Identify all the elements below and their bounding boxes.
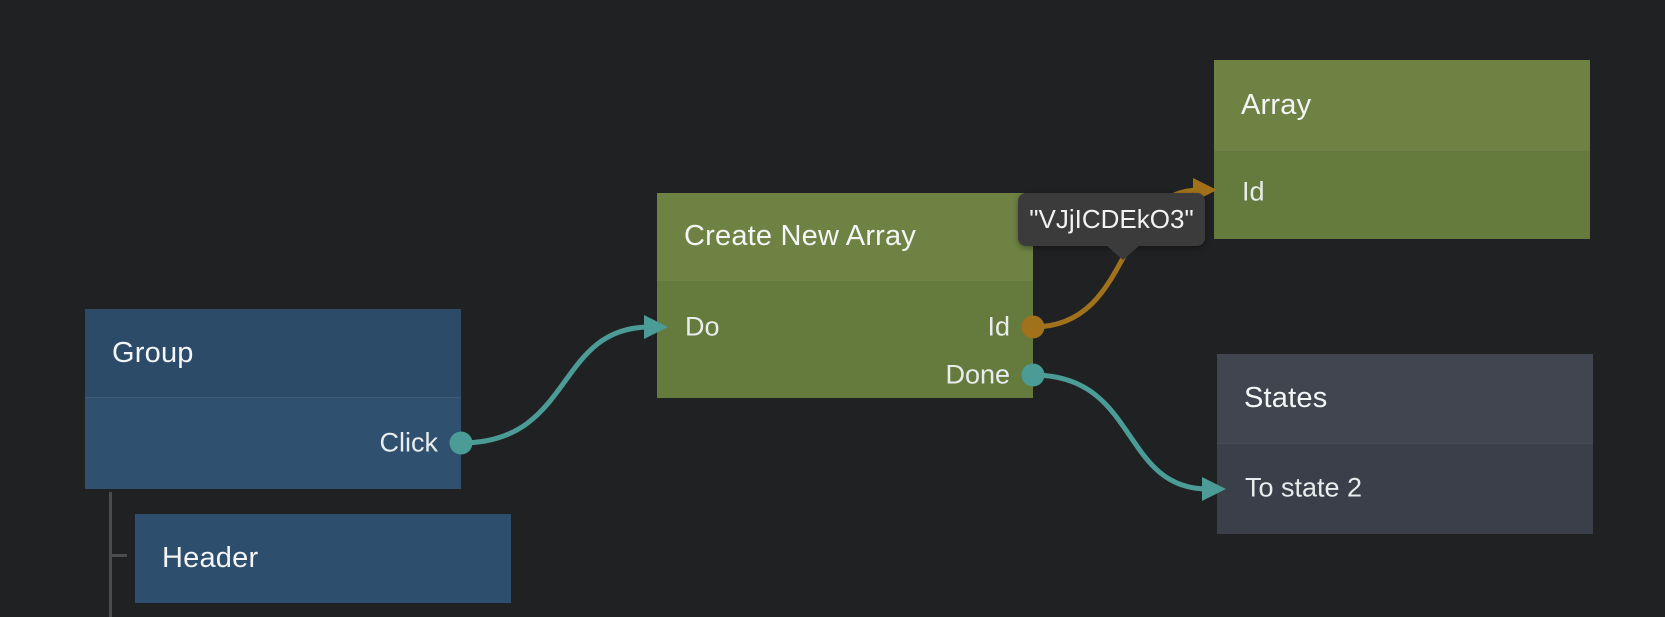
node-states[interactable]: States To state 2 bbox=[1217, 354, 1593, 534]
node-header[interactable]: Create New Array bbox=[657, 193, 1033, 280]
node-title: Group bbox=[112, 336, 194, 369]
node-header[interactable]: Header bbox=[135, 514, 511, 603]
node-ports-area[interactable]: To state 2 bbox=[1217, 443, 1593, 534]
node-title: Create New Array bbox=[684, 220, 917, 252]
node-title: States bbox=[1244, 382, 1328, 414]
node-ports-area[interactable]: Click bbox=[85, 397, 461, 489]
port-id[interactable]: Id bbox=[1242, 176, 1265, 207]
connection-group-click-to-create-new-array-do[interactable] bbox=[449, 315, 669, 455]
node-header[interactable]: Header bbox=[135, 514, 511, 603]
port-to-state-2[interactable]: To state 2 bbox=[1245, 472, 1363, 503]
node-header[interactable]: Group bbox=[85, 309, 461, 397]
node-title: Array bbox=[1241, 88, 1312, 121]
node-ports-area[interactable]: Id bbox=[1214, 150, 1590, 239]
node-header[interactable]: Array bbox=[1214, 60, 1590, 150]
connection-curve[interactable] bbox=[1032, 372, 1209, 492]
hierarchy-tick-line bbox=[109, 554, 127, 557]
port-do[interactable]: Do bbox=[685, 311, 720, 342]
connection-curve[interactable] bbox=[460, 324, 651, 446]
connection-value-text: "VJjICDEkO3" bbox=[1029, 204, 1194, 234]
port-done[interactable]: Done bbox=[945, 359, 1010, 390]
connection-create-new-array-done-to-states-to-state-2[interactable] bbox=[1021, 363, 1227, 502]
connection-value-tooltip: "VJjICDEkO3" bbox=[1018, 193, 1205, 260]
node-title: Header bbox=[162, 542, 259, 574]
tooltip-pointer-down bbox=[1106, 245, 1140, 260]
node-header[interactable]: States bbox=[1217, 354, 1593, 443]
port-click[interactable]: Click bbox=[379, 427, 439, 458]
port-id[interactable]: Id bbox=[987, 311, 1010, 342]
